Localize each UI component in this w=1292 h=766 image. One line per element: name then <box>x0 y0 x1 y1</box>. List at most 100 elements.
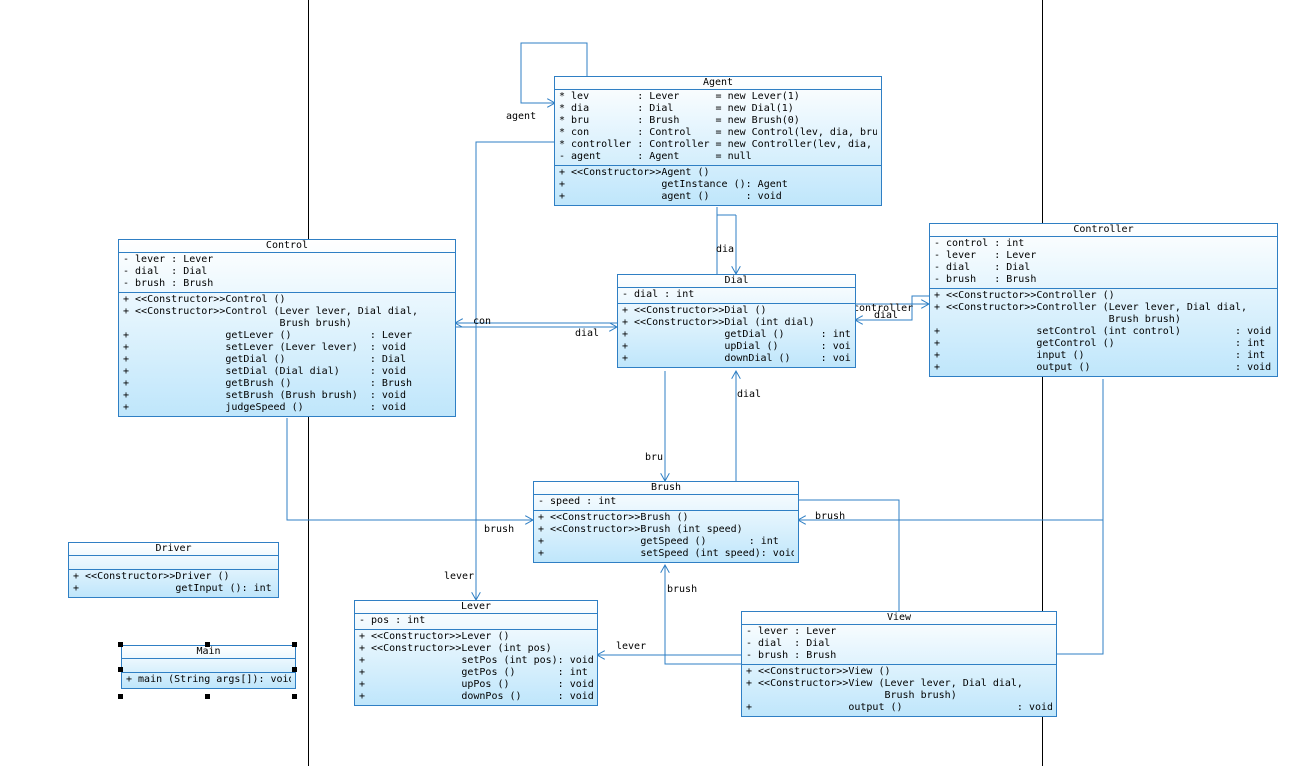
attribute: - brush : Brush <box>934 274 1037 285</box>
method: + judgeSpeed () : void <box>123 402 406 413</box>
assoc-control-brush <box>286 418 533 520</box>
attribute: - speed : int <box>538 496 617 507</box>
class-agent-attributes: * lev : Lever = new Lever(1) * dia : Dia… <box>555 90 881 166</box>
method: + getInstance (): Agent <box>559 179 788 190</box>
method: + getDial () : int <box>622 329 851 340</box>
class-agent[interactable]: Agent * lev : Lever = new Lever(1) * dia… <box>554 76 882 206</box>
selection-handle[interactable] <box>118 694 123 699</box>
attribute: - brush : Brush <box>746 650 837 661</box>
method: + getInput (): int <box>73 583 272 594</box>
method: + <<Constructor>>Lever (int pos) <box>359 643 552 654</box>
class-main-name: Main <box>122 646 295 659</box>
method: + <<Constructor>>Control () <box>123 294 286 305</box>
method: Brush brush) <box>934 314 1181 325</box>
class-controller-name: Controller <box>930 224 1277 237</box>
class-main-methods: + main (String args[]): void <box>122 673 295 688</box>
assoc-controller-dial-2 <box>855 295 929 320</box>
method: + output () : void <box>934 362 1272 373</box>
label-control-brush: brush <box>484 524 515 535</box>
assoc-controller-brush <box>798 379 1104 520</box>
method: + setLever (Lever lever) : void <box>123 342 406 353</box>
label-control-dial: dial <box>575 328 600 339</box>
class-driver-methods: + <<Constructor>>Driver () + getInput ()… <box>69 570 278 597</box>
method: + getBrush () : Brush <box>123 378 412 389</box>
selection-handle[interactable] <box>205 694 210 699</box>
attribute: * lev : Lever = new Lever(1) <box>559 91 800 102</box>
assoc-view-brush-2 <box>798 499 900 611</box>
selection-handle[interactable] <box>292 694 297 699</box>
method: + <<Constructor>>Driver () <box>73 571 230 582</box>
method: + downDial () : void <box>622 353 851 364</box>
attribute: - lever : Lever <box>934 250 1037 261</box>
method: + setControl (int control) : void <box>934 326 1272 337</box>
class-dial[interactable]: Dial - dial : int + <<Constructor>>Dial … <box>617 274 856 368</box>
class-control-attributes: - lever : Lever - dial : Dial - brush : … <box>119 253 455 293</box>
attribute: * controller : Controller = new Controll… <box>559 139 877 150</box>
label-view-brush: brush <box>667 584 698 595</box>
method: + main (String args[]): void <box>126 674 291 685</box>
method: + setSpeed (int speed): void <box>538 548 794 559</box>
method: + <<Constructor>>Brush () <box>538 512 689 523</box>
selection-handle[interactable] <box>292 667 297 672</box>
label-controller-dial-2: dial <box>874 310 899 321</box>
assoc-controller-view <box>1056 520 1104 655</box>
class-view-methods: + <<Constructor>>View () + <<Constructor… <box>742 665 1056 716</box>
assoc-view-brush <box>665 565 741 665</box>
class-brush-name: Brush <box>534 482 798 495</box>
class-agent-name: Agent <box>555 77 881 90</box>
selection-handle[interactable] <box>205 642 210 647</box>
method: + <<Constructor>>Control (Lever lever, D… <box>123 306 419 317</box>
label-agent-lever: lever <box>444 571 475 582</box>
class-controller[interactable]: Controller - control : int - lever : Lev… <box>929 223 1278 377</box>
class-driver-name: Driver <box>69 543 278 556</box>
class-control-name: Control <box>119 240 455 253</box>
method: + <<Constructor>>Lever () <box>359 631 510 642</box>
class-control[interactable]: Control - lever : Lever - dial : Dial - … <box>118 239 456 417</box>
attribute: - dial : Dial <box>123 266 208 277</box>
method: + getPos () : int <box>359 667 588 678</box>
method: + <<Constructor>>Brush (int speed) <box>538 524 743 535</box>
method: + agent () : void <box>559 191 782 202</box>
attribute: * con : Control = new Control(lev, dia, … <box>559 127 877 138</box>
method: + <<Constructor>>Dial () <box>622 305 767 316</box>
class-main[interactable]: Main + main (String args[]): void <box>121 645 296 689</box>
class-agent-methods: + <<Constructor>>Agent () + getInstance … <box>555 166 881 205</box>
class-lever-attributes: - pos : int <box>355 614 597 630</box>
method: + downPos () : void <box>359 691 593 702</box>
class-brush[interactable]: Brush - speed : int + <<Constructor>>Bru… <box>533 481 799 563</box>
selection-handle[interactable] <box>118 667 123 672</box>
attribute: * bru : Brush = new Brush(0) <box>559 115 800 126</box>
attribute: - dial : Dial <box>746 638 831 649</box>
class-view[interactable]: View - lever : Lever - dial : Dial - bru… <box>741 611 1057 717</box>
class-view-attributes: - lever : Lever - dial : Dial - brush : … <box>742 625 1056 665</box>
selection-handle[interactable] <box>118 642 123 647</box>
class-lever-methods: + <<Constructor>>Lever () + <<Constructo… <box>355 630 597 705</box>
class-brush-methods: + <<Constructor>>Brush () + <<Constructo… <box>534 511 798 562</box>
method: + getDial () : Dial <box>123 354 406 365</box>
class-brush-attributes: - speed : int <box>534 495 798 511</box>
selection-handle[interactable] <box>292 642 297 647</box>
method: + <<Constructor>>Dial (int dial) <box>622 317 815 328</box>
method: + <<Constructor>>View (Lever lever, Dial… <box>746 678 1023 689</box>
assoc-agent-self <box>520 42 588 104</box>
label-agent-self: agent <box>506 111 537 122</box>
attribute: - dial : int <box>622 289 695 300</box>
attribute: - lever : Lever <box>746 626 837 637</box>
method: + setDial (Dial dial) : void <box>123 366 406 377</box>
class-dial-attributes: - dial : int <box>618 288 855 304</box>
label-controller-brush: brush <box>815 511 846 522</box>
attribute: * dia : Dial = new Dial(1) <box>559 103 794 114</box>
method: + getControl () : int <box>934 338 1266 349</box>
class-lever[interactable]: Lever - pos : int + <<Constructor>>Lever… <box>354 600 598 706</box>
class-driver[interactable]: Driver + <<Constructor>>Driver () + getI… <box>68 542 279 598</box>
attribute: - lever : Lever <box>123 254 214 265</box>
label-view-lever: lever <box>616 641 647 652</box>
method: + upDial () : void <box>622 341 851 352</box>
class-view-name: View <box>742 612 1056 625</box>
class-controller-methods: + <<Constructor>>Controller () + <<Const… <box>930 289 1277 376</box>
class-driver-attributes <box>69 556 278 570</box>
method: + <<Constructor>>Agent () <box>559 167 710 178</box>
method: + upPos () : void <box>359 679 593 690</box>
class-control-methods: + <<Constructor>>Control () + <<Construc… <box>119 293 455 416</box>
